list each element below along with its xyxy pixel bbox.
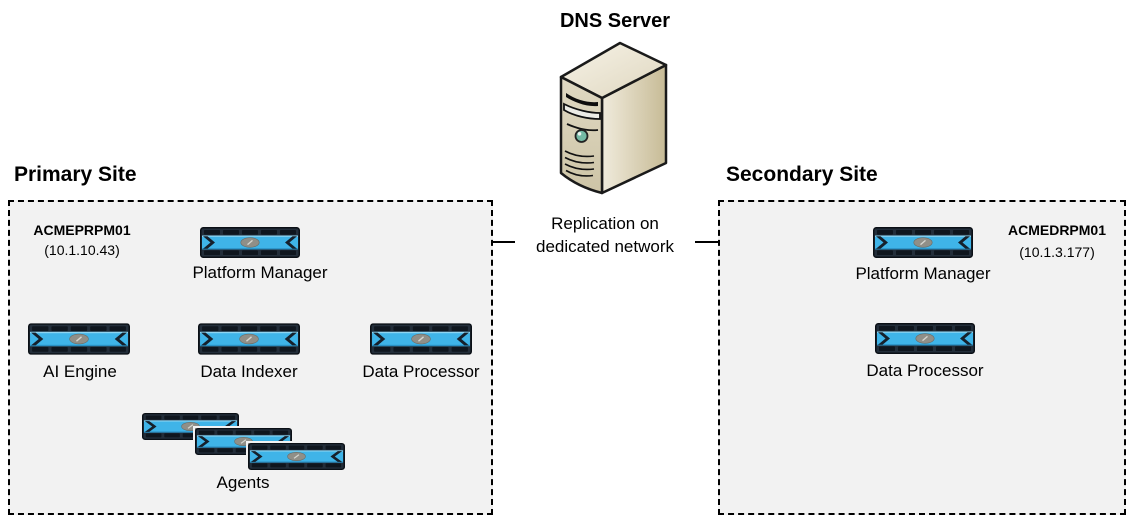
data-indexer-label: Data Indexer <box>200 362 298 381</box>
secondary-platform-manager-label: Platform Manager <box>855 264 991 283</box>
ai-engine-appliance-icon <box>28 323 130 355</box>
replication-label-line2: dedicated network <box>536 237 674 256</box>
replication-label-line1: Replication on <box>551 214 659 233</box>
secondary-data-processor-label: Data Processor <box>866 361 984 380</box>
secondary-platform-manager-appliance-icon <box>873 227 973 258</box>
agents-appliance-icon-3 <box>246 441 347 472</box>
primary-pm-ip: (10.1.10.43) <box>44 242 120 258</box>
primary-platform-manager-label: Platform Manager <box>192 263 328 282</box>
secondary-pm-hostname: ACMEDRPM01 <box>1007 222 1106 238</box>
secondary-site-title: Secondary Site <box>726 163 878 186</box>
primary-data-processor-appliance-icon <box>370 323 472 355</box>
primary-platform-manager-appliance-icon <box>200 227 300 258</box>
tower-server-icon <box>559 41 668 195</box>
secondary-pm-ip: (10.1.3.177) <box>1019 244 1095 260</box>
ai-engine-label: AI Engine <box>43 362 117 381</box>
primary-pm-hostname: ACMEPRPM01 <box>33 222 131 238</box>
primary-site-title: Primary Site <box>14 163 137 186</box>
dns-server-label: DNS Server <box>559 10 671 32</box>
primary-data-processor-label: Data Processor <box>362 362 480 381</box>
replication-label: Replication on dedicated network <box>515 212 695 258</box>
secondary-data-processor-appliance-icon <box>875 323 975 354</box>
data-indexer-appliance-icon <box>198 323 300 355</box>
agents-label: Agents <box>216 473 270 492</box>
